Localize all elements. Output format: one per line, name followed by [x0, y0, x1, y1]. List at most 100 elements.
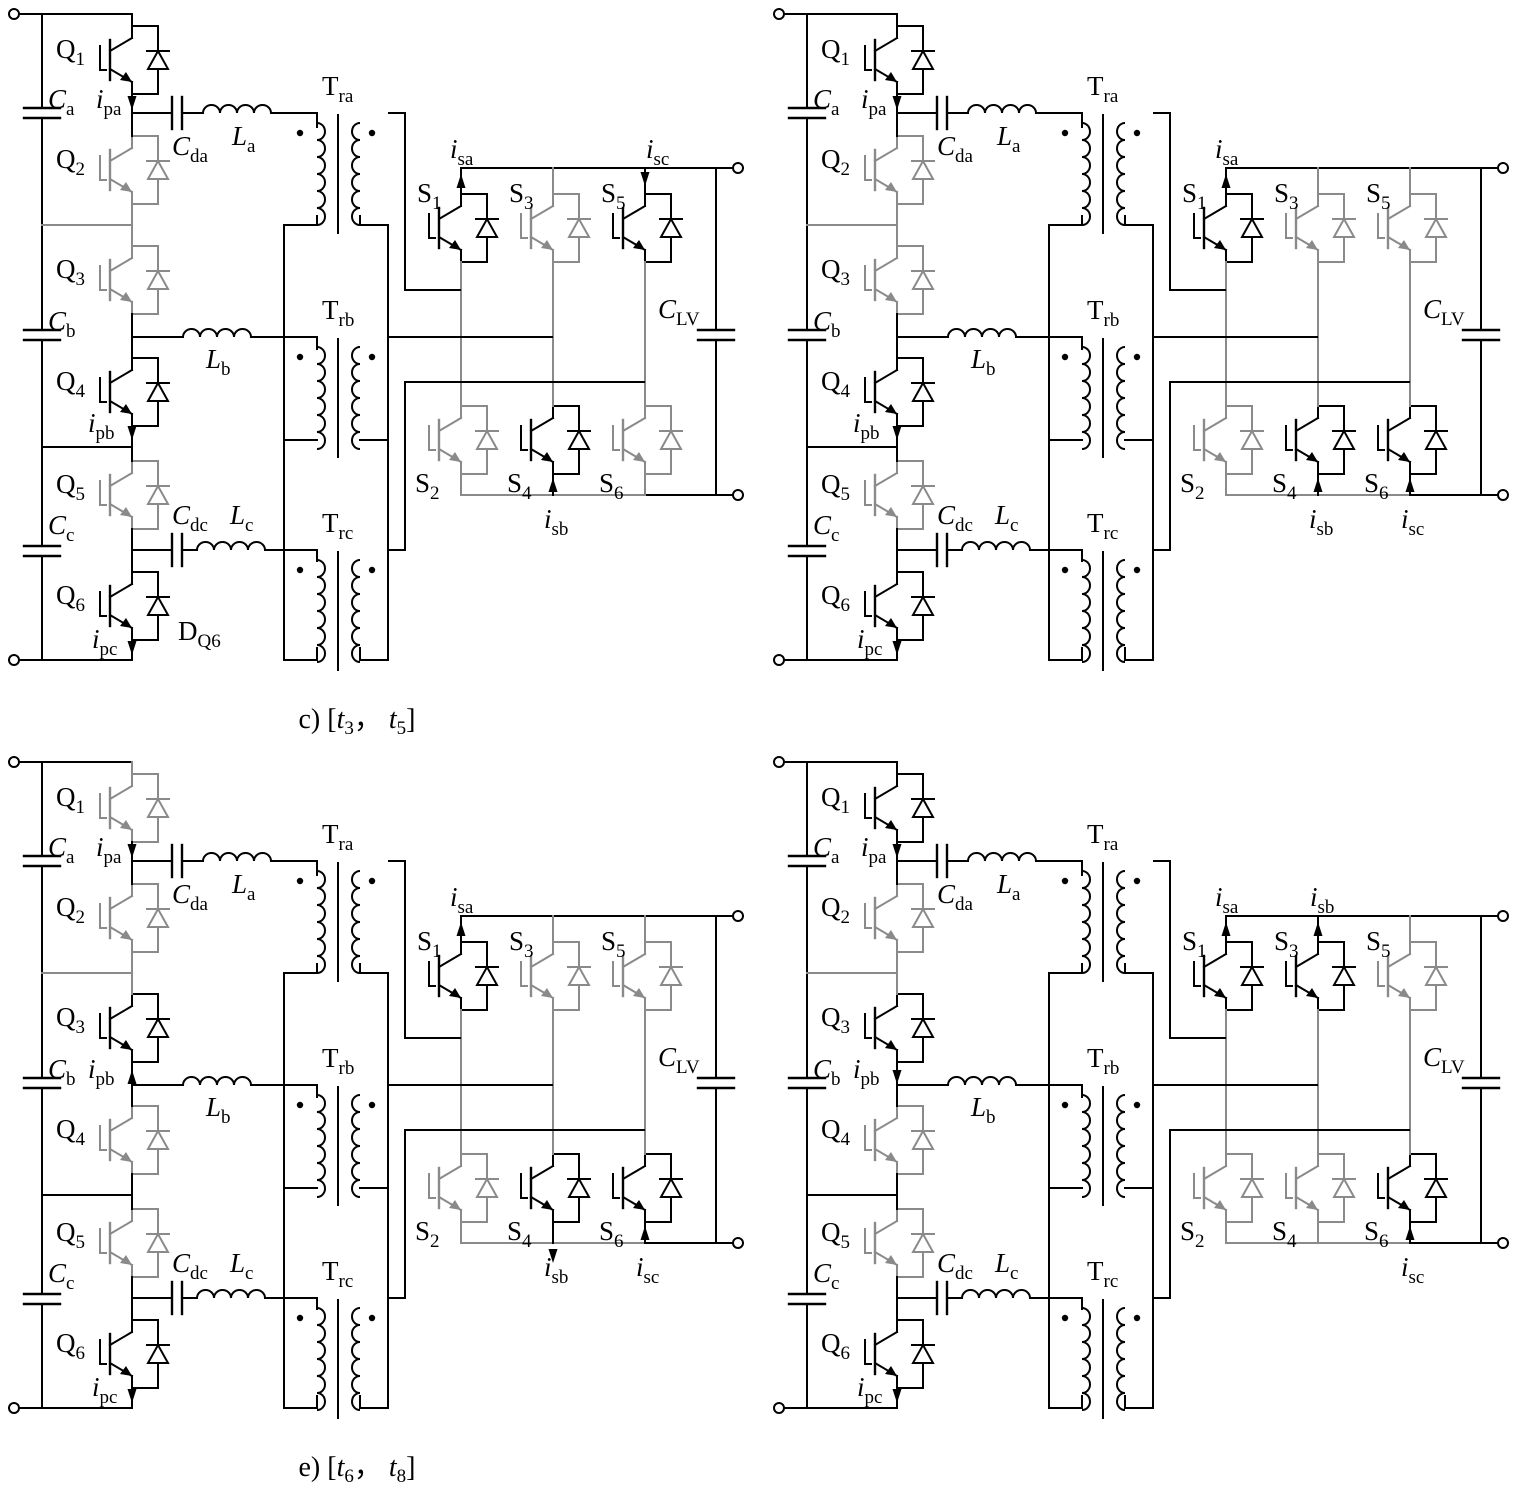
- dc-terminal-plus: [773, 8, 785, 20]
- switch-label-S5: S5: [601, 178, 626, 214]
- inductor-label-Lb: Lb: [970, 1092, 996, 1128]
- panel-caption: e) [t6， t8]: [299, 1452, 416, 1487]
- capacitor-label-Cdc: Cdc: [937, 1248, 973, 1284]
- capacitor-label-Cc: Cc: [813, 1258, 839, 1294]
- transformer-label-Tra: Tra: [1087, 819, 1119, 855]
- capacitor-label-Cdc: Cdc: [172, 1248, 208, 1284]
- inductor-label-La: La: [231, 869, 256, 905]
- switch-label-Q4: Q4: [56, 1114, 86, 1150]
- output-terminal-minus: [1497, 1237, 1509, 1249]
- output-terminal-plus: [732, 162, 744, 174]
- switch-label-Q3: Q3: [821, 1002, 850, 1038]
- inductor-label-La: La: [231, 121, 256, 157]
- switch-label-Q5: Q5: [821, 1217, 850, 1253]
- switch-label-Q1: Q1: [821, 34, 850, 70]
- capacitor-label-Cda: Cda: [937, 131, 974, 167]
- capacitor-label-Cdc: Cdc: [937, 500, 973, 536]
- inductor-label-Lb: Lb: [205, 1092, 231, 1128]
- switch-label-Q6: Q6: [821, 580, 850, 616]
- current-label-ipc: ipc: [92, 624, 117, 660]
- inductor-label-Lc: Lc: [994, 500, 1018, 536]
- panel-caption: c) [t3， t5]: [299, 704, 416, 739]
- capacitor-label-CLV: CLV: [1423, 1042, 1465, 1078]
- switch-label-Q5: Q5: [56, 469, 85, 505]
- capacitor-label-Ca: Ca: [48, 832, 75, 868]
- switch-label-Q3: Q3: [821, 254, 850, 290]
- switch-label-S2: S2: [1180, 1216, 1205, 1252]
- current-label-isa: isa: [450, 134, 474, 170]
- capacitor-label-Cb: Cb: [813, 1054, 841, 1090]
- current-label-isc: isc: [646, 134, 669, 170]
- output-terminal-minus: [732, 489, 744, 501]
- switch-label-Q1: Q1: [56, 34, 85, 70]
- switch-label-S6: S6: [1364, 468, 1389, 504]
- transformer-label-Trb: Trb: [1087, 1043, 1119, 1079]
- diode-label-DQ6: DQ6: [178, 616, 221, 652]
- capacitor-label-Cda: Cda: [172, 879, 209, 915]
- switch-label-Q5: Q5: [56, 1217, 85, 1253]
- current-label-ipa: ipa: [96, 84, 122, 120]
- transformer-label-Trb: Trb: [322, 1043, 354, 1079]
- current-label-isb: isb: [544, 1252, 568, 1288]
- dc-terminal-plus: [8, 756, 20, 768]
- current-label-ipb: ipb: [853, 1054, 880, 1090]
- switch-label-S6: S6: [1364, 1216, 1389, 1252]
- capacitor-label-CLV: CLV: [658, 294, 700, 330]
- transformer-label-Tra: Tra: [1087, 71, 1119, 107]
- switch-label-Q2: Q2: [821, 144, 850, 180]
- current-label-ipa: ipa: [861, 832, 887, 868]
- transformer-label-Trc: Trc: [322, 1256, 353, 1292]
- switch-label-Q4: Q4: [821, 366, 851, 402]
- current-label-isb: isb: [1309, 504, 1333, 540]
- capacitor-label-Cb: Cb: [48, 306, 76, 342]
- inductor-label-Lb: Lb: [205, 344, 231, 380]
- switch-label-S1: S1: [417, 926, 442, 962]
- switch-label-S4: S4: [507, 1216, 532, 1252]
- current-label-ipa: ipa: [861, 84, 887, 120]
- current-label-ipc: ipc: [92, 1372, 117, 1408]
- transformer-label-Trb: Trb: [322, 295, 354, 331]
- dc-terminal-plus: [773, 756, 785, 768]
- switch-label-Q4: Q4: [821, 1114, 851, 1150]
- transformer-label-Trc: Trc: [322, 508, 353, 544]
- output-terminal-minus: [732, 1237, 744, 1249]
- switch-label-S3: S3: [1274, 178, 1299, 214]
- dc-terminal-minus: [8, 654, 20, 666]
- current-label-ipb: ipb: [88, 408, 115, 444]
- transformer-label-Trc: Trc: [1087, 508, 1118, 544]
- switch-label-S5: S5: [1366, 926, 1391, 962]
- capacitor-label-Cc: Cc: [48, 1258, 74, 1294]
- transformer-label-Tra: Tra: [322, 819, 354, 855]
- switch-label-S1: S1: [1182, 178, 1207, 214]
- current-label-isa: isa: [1215, 134, 1239, 170]
- inductor-label-Lc: Lc: [229, 500, 253, 536]
- output-terminal-minus: [1497, 489, 1509, 501]
- output-terminal-plus: [1497, 162, 1509, 174]
- current-label-ipc: ipc: [857, 1372, 882, 1408]
- switch-label-S4: S4: [1272, 1216, 1297, 1252]
- switch-label-S2: S2: [415, 468, 440, 504]
- capacitor-label-Cda: Cda: [172, 131, 209, 167]
- current-label-ipb: ipb: [853, 408, 880, 444]
- switch-label-Q3: Q3: [56, 254, 85, 290]
- dc-terminal-minus: [8, 1402, 20, 1414]
- switch-label-S5: S5: [601, 926, 626, 962]
- switch-label-Q3: Q3: [56, 1002, 85, 1038]
- current-label-ipc: ipc: [857, 624, 882, 660]
- current-label-isc: isc: [636, 1252, 659, 1288]
- current-label-isc: isc: [1401, 1252, 1424, 1288]
- switch-label-S4: S4: [507, 468, 532, 504]
- switch-label-Q1: Q1: [821, 782, 850, 818]
- current-label-isc: isc: [1401, 504, 1424, 540]
- switch-label-Q5: Q5: [821, 469, 850, 505]
- inductor-label-Lc: Lc: [994, 1248, 1018, 1284]
- switch-label-S3: S3: [509, 178, 534, 214]
- switch-label-Q2: Q2: [821, 892, 850, 928]
- switch-label-Q6: Q6: [56, 1328, 85, 1364]
- switch-label-S2: S2: [415, 1216, 440, 1252]
- current-label-ipb: ipb: [88, 1054, 115, 1090]
- dc-terminal-minus: [773, 654, 785, 666]
